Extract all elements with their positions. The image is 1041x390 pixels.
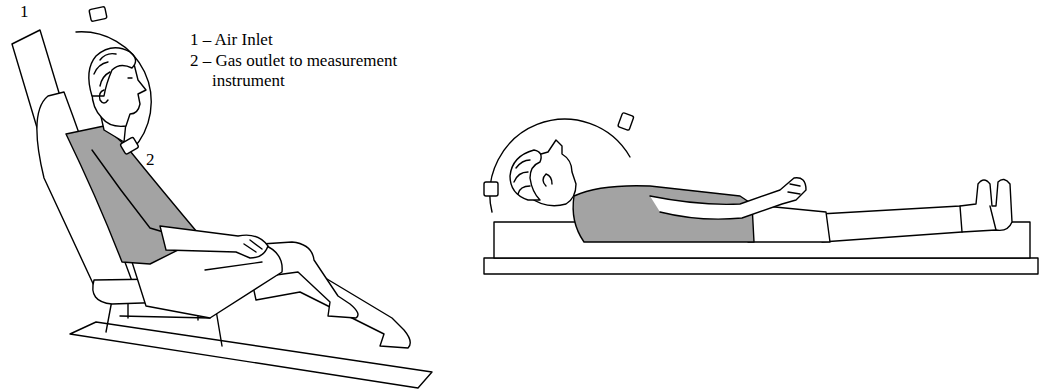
hood-dome	[490, 119, 630, 212]
floor-board	[70, 322, 432, 388]
air-inlet-port	[484, 182, 498, 196]
head	[510, 140, 576, 206]
head	[100, 90, 109, 103]
arm	[788, 184, 800, 194]
head	[510, 150, 541, 200]
gas-outlet-port	[120, 137, 139, 155]
air-inlet-port	[89, 6, 107, 21]
shorts	[205, 262, 262, 270]
head	[543, 174, 552, 186]
head	[128, 77, 132, 78]
gas-outlet-port	[618, 112, 634, 130]
head	[89, 48, 136, 96]
arm	[92, 150, 170, 234]
air-inlet-port	[484, 182, 498, 196]
callout-number: 1	[20, 2, 29, 22]
head	[514, 160, 530, 194]
gas-outlet-port	[618, 112, 634, 130]
legs	[820, 179, 1012, 242]
bed-base	[484, 258, 1038, 274]
legs	[960, 206, 996, 232]
arm	[650, 178, 806, 219]
bed-base	[484, 258, 1038, 274]
hood-dome	[76, 32, 151, 150]
arm	[92, 150, 268, 258]
arm	[650, 178, 806, 219]
arm	[244, 240, 262, 252]
floor-board	[70, 322, 432, 388]
gas-outlet-port	[120, 137, 139, 155]
callout-number: 2	[146, 150, 155, 170]
legend-text: 1 – Air Inlet	[190, 30, 273, 50]
legend-text: 2 – Gas outlet to measurement instrument	[190, 51, 444, 91]
arm	[160, 226, 268, 258]
air-inlet-port	[89, 6, 107, 21]
hood-dome	[76, 32, 151, 150]
legs	[820, 179, 1012, 242]
head	[94, 54, 116, 86]
hood-dome	[490, 119, 630, 212]
